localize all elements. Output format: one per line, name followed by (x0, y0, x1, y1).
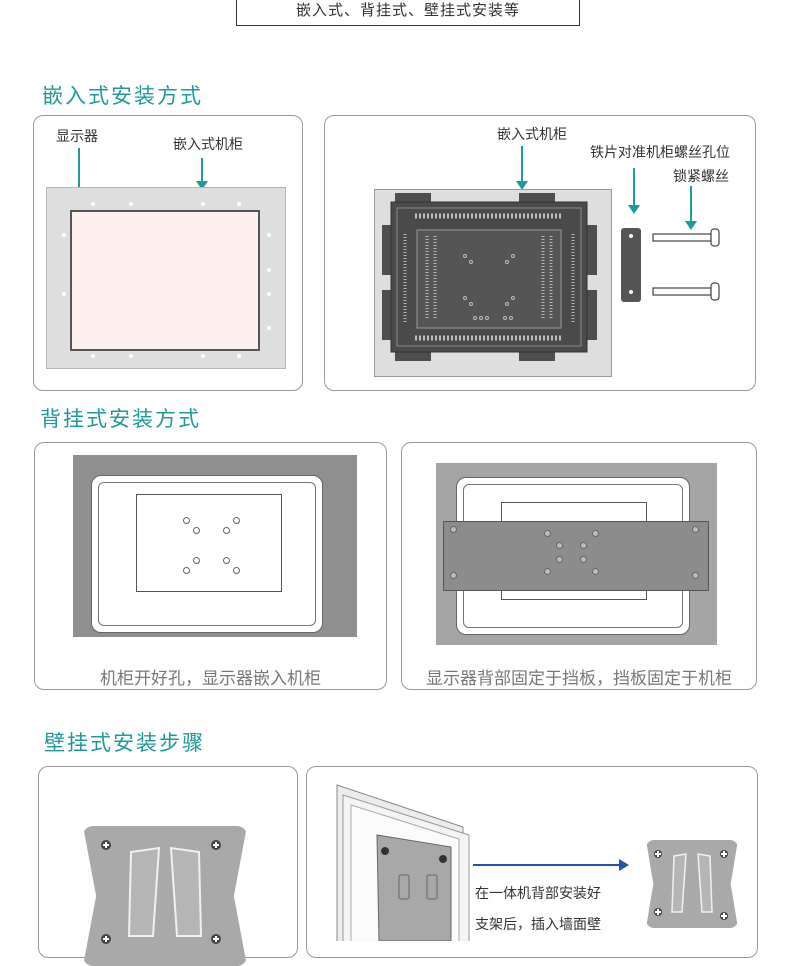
plate-align-label: 铁片对准机柜螺丝孔位 (590, 145, 730, 161)
back-mount-section-title: 背挂式安装方式 (40, 407, 201, 431)
wall-mount-left-panel (38, 766, 298, 966)
install-types-text: 嵌入式、背挂式、壁挂式安装等 (295, 1, 520, 19)
display-label: 显示器 (56, 129, 98, 145)
lock-screw-label: 锁紧螺丝 (673, 169, 729, 185)
wall-bracket (83, 826, 247, 966)
screw-arrow-icon (685, 186, 697, 230)
cabinet-arrow-right-icon (516, 146, 528, 190)
back-mount-left-panel: 机柜开好孔，显示器嵌入机柜 (34, 442, 387, 690)
back-mount-right-caption: 显示器背部固定于挡板，挡板固定于机柜 (426, 669, 732, 689)
wall-bracket-small (646, 840, 738, 928)
display-screen (70, 210, 260, 351)
back-mount-right-panel: 显示器背部固定于挡板，挡板固定于机柜 (401, 442, 757, 690)
plate-arrow-icon (628, 168, 640, 214)
cabinet-label: 嵌入式机柜 (173, 137, 243, 153)
monitor-back-drawing (382, 193, 597, 361)
wall-step-text-2: 支架后，插入墙面壁 (475, 917, 601, 933)
monitor-with-bracket (336, 784, 470, 941)
cabinet-with-cutout (73, 455, 357, 637)
display-front (91, 475, 323, 633)
install-types-box: 嵌入式、背挂式、壁挂式安装等 (236, 0, 580, 26)
mount-baffle (443, 521, 709, 591)
embedded-right-panel: 嵌入式机柜 铁片对准机柜螺丝孔位 锁紧螺丝 (324, 115, 756, 391)
wall-mount-right-panel: 在一体机背部安装好 支架后，插入墙面壁 (306, 766, 758, 958)
screw-icons (652, 228, 720, 301)
cabinet-label-right: 嵌入式机柜 (497, 127, 567, 143)
cabinet-board (46, 187, 286, 369)
embedded-left-panel: 显示器 嵌入式机柜 (33, 115, 303, 391)
cabinet-board-right (374, 189, 612, 377)
wall-step-text-1: 在一体机背部安装好 (475, 886, 601, 902)
embedded-section-title: 嵌入式安装方式 (42, 84, 203, 108)
cabinet-board-2 (436, 463, 717, 645)
cabinet-arrow-icon (196, 158, 208, 190)
wall-mount-section-title: 壁挂式安装步骤 (44, 731, 205, 755)
insert-arrow-icon (473, 859, 629, 871)
back-mount-left-caption: 机柜开好孔，显示器嵌入机柜 (100, 669, 321, 689)
mount-hole-area (136, 494, 282, 592)
iron-plate (621, 228, 641, 302)
